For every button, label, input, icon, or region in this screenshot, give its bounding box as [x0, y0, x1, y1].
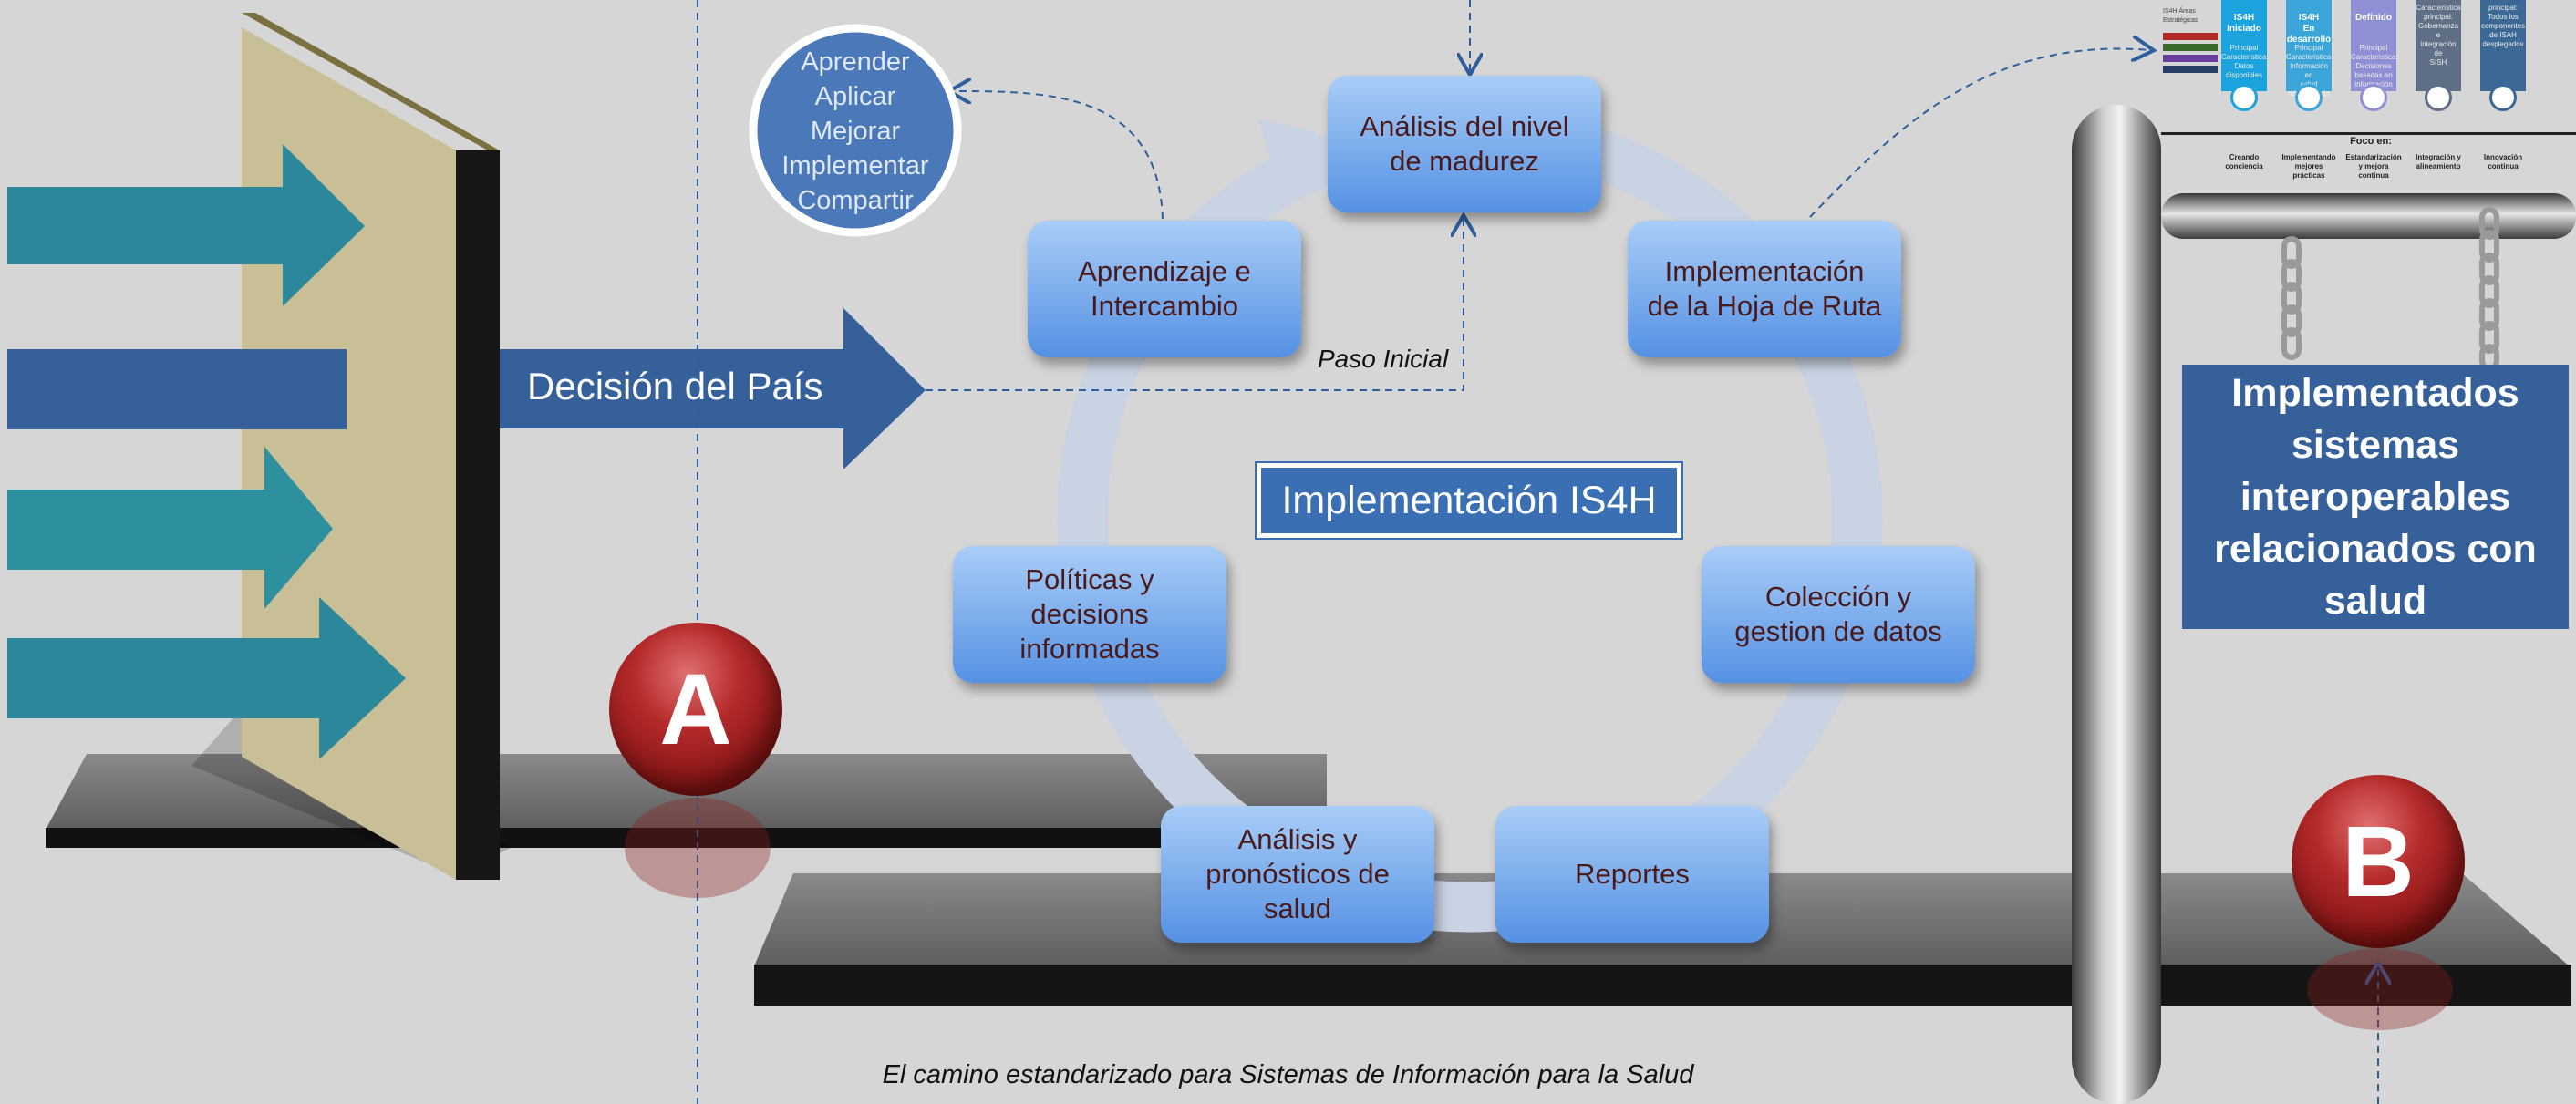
cycle-arrowhead [1258, 119, 1318, 182]
mini-column-desc: principal: Todos los componentes de ISAH… [2480, 4, 2526, 48]
right-platform-edge [754, 965, 2571, 1006]
mini-column [2416, 0, 2461, 91]
mini-row-bar [2163, 66, 2218, 73]
ball-a-reflection [625, 798, 771, 898]
mini-column-desc: Característica principal: Gobernanza e i… [2416, 4, 2461, 67]
outcome-box: Implementados sistemas interoperables re… [2182, 365, 2569, 629]
mini-column-icon [2295, 84, 2323, 111]
mini-column [2286, 0, 2332, 91]
right-chain [2479, 207, 2499, 371]
left-platform-edge [46, 828, 1331, 848]
blue-bar [7, 349, 347, 429]
learn-circle [749, 24, 962, 237]
mini-row-bar [2163, 33, 2218, 40]
mini-column-focus: Creando conciencia [2225, 153, 2263, 170]
mini-column-desc: Principal Característica: Datos disponib… [2221, 44, 2269, 79]
marker-a: A [609, 623, 782, 796]
paso-label: Paso Inicial [1318, 345, 1449, 373]
mini-divider [2161, 132, 2576, 135]
mini-column [2480, 0, 2526, 91]
learn-circle-text: Aprender Aplicar Mejorar Implementar Com… [781, 47, 929, 215]
mini-column-focus: Implementando mejores prácticas [2281, 153, 2336, 180]
teal-arrow-3 [7, 597, 406, 759]
mini-column-icon [2230, 84, 2258, 111]
ball-b-reflection [2307, 948, 2453, 1030]
decision-label: Decisión del País [527, 365, 823, 408]
mini-focus-label: Foco en: [2350, 136, 2392, 147]
teal-arrow-2 [7, 447, 333, 609]
mini-column-title: IS4H Iniciado [2227, 13, 2261, 34]
mini-column-focus: Integración y alineamiento [2416, 153, 2461, 170]
door-top [242, 13, 500, 150]
node-coleccion: Colección y gestion de datos [1702, 546, 1975, 683]
mini-row-bar [2163, 44, 2218, 51]
teal-arrow-1 [7, 144, 365, 306]
mini-column-icon [2489, 84, 2517, 111]
door-edge [456, 150, 500, 880]
mini-column-icon [2360, 84, 2387, 111]
caption: El camino estandarizado para Sistemas de… [882, 1060, 1694, 1089]
decision-arrow [500, 308, 926, 469]
marker-b: B [2292, 775, 2465, 948]
mini-column-focus: Estandarización y mejora continua [2345, 153, 2402, 180]
roadmap-connector [1809, 48, 2150, 218]
mini-axis-label: IS4H Áreas Estratégicas [2163, 8, 2198, 24]
mini-column-icon [2425, 84, 2452, 111]
mini-column-title: IS4H En desarrollo [2286, 13, 2332, 45]
paso-connector [926, 219, 1464, 391]
mini-column [2351, 0, 2396, 91]
mini-column-title: Definido [2355, 13, 2392, 23]
mini-column-focus: Innovación continua [2483, 153, 2523, 170]
mini-row-bar [2163, 55, 2218, 62]
node-hoja-ruta: Implementación de la Hoja de Ruta [1628, 221, 1901, 357]
door-front [242, 27, 456, 880]
mini-column [2221, 0, 2267, 91]
node-politicas: Políticas y decisions informadas [953, 546, 1226, 683]
node-analisis: Análisis y pronósticos de salud [1161, 806, 1434, 943]
node-reportes: Reportes [1495, 806, 1769, 943]
learning-connector [953, 91, 1164, 220]
center-title: Implementación IS4H [1255, 461, 1683, 540]
node-madurez: Análisis del nivel de madurez [1328, 76, 1601, 212]
pole [2072, 105, 2161, 1104]
hanger-bar [2161, 193, 2576, 239]
node-aprendizaje: Aprendizaje e Intercambio [1028, 221, 1301, 357]
left-chain [2281, 236, 2302, 360]
